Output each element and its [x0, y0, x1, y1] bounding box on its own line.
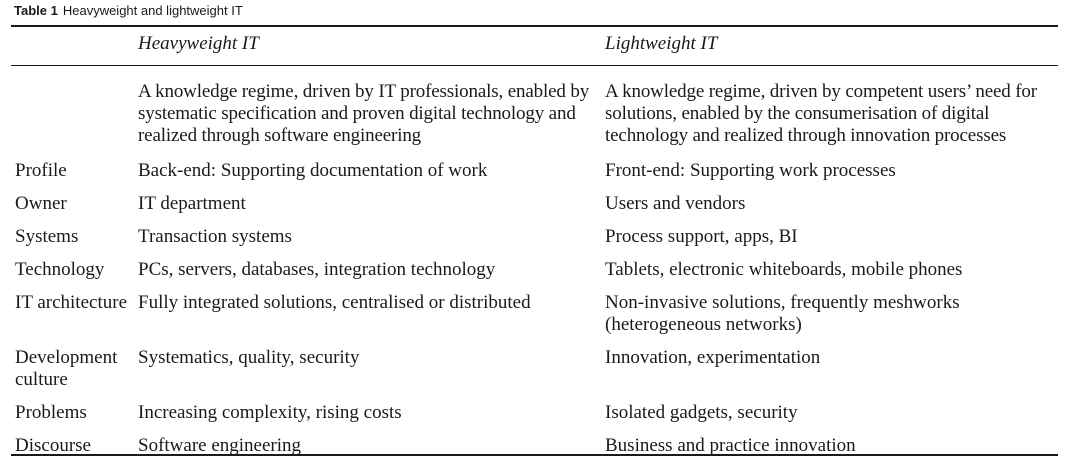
intro-row: A knowledge regime, driven by IT profess…	[11, 71, 1058, 160]
row-heavyweight: Fully integrated solutions, centralised …	[138, 292, 531, 313]
intro-heavyweight-text: A knowledge regime, driven by IT profess…	[138, 81, 590, 146]
table-row: Owner IT department Users and vendors	[11, 193, 1058, 226]
row-label: Problems	[15, 402, 87, 423]
row-label: Discourse	[15, 435, 91, 456]
row-lightweight: Tablets, electronic whiteboards, mobile …	[605, 259, 963, 280]
table-caption-label: Table 1	[14, 3, 58, 18]
bottom-rule	[11, 454, 1058, 456]
row-lightweight: Process support, apps, BI	[605, 226, 798, 247]
header-cell-empty	[11, 27, 138, 71]
table-row: Technology PCs, servers, databases, inte…	[11, 259, 1058, 292]
row-lightweight: Front-end: Supporting work processes	[605, 160, 896, 181]
row-label: Development culture	[15, 347, 118, 390]
table-row: Development culture Systematics, quality…	[11, 347, 1058, 402]
row-heavyweight: Systematics, quality, security	[138, 347, 360, 368]
row-heavyweight: Transaction systems	[138, 226, 292, 247]
row-heavyweight: Back-end: Supporting documentation of wo…	[138, 160, 488, 181]
intro-label-cell	[11, 71, 138, 160]
table-row: Problems Increasing complexity, rising c…	[11, 402, 1058, 435]
row-label: Systems	[15, 226, 79, 247]
row-heavyweight: Software engineering	[138, 435, 302, 456]
table-row: Discourse Software engineering Business …	[11, 435, 1058, 468]
table-caption: Table 1 Heavyweight and lightweight IT	[14, 3, 243, 19]
row-heavyweight: PCs, servers, databases, integration tec…	[138, 259, 496, 280]
top-rule	[11, 25, 1058, 27]
table-caption-title: Heavyweight and lightweight IT	[62, 3, 243, 18]
row-label: IT architecture	[15, 292, 127, 313]
row-lightweight: Innovation, experimentation	[605, 347, 821, 368]
row-label: Profile	[15, 160, 67, 181]
comparison-table: Heavyweight IT Lightweight IT A knowledg…	[11, 27, 1058, 468]
row-label: Technology	[15, 259, 105, 280]
table-row: Systems Transaction systems Process supp…	[11, 226, 1058, 259]
header-heavyweight: Heavyweight IT	[138, 33, 259, 54]
row-heavyweight: Increasing complexity, rising costs	[138, 402, 402, 423]
intro-heavyweight: A knowledge regime, driven by IT profess…	[138, 71, 605, 160]
row-lightweight: Business and practice innovation	[605, 435, 856, 456]
row-lightweight: Non-invasive solutions, frequently meshw…	[605, 292, 960, 335]
row-lightweight: Isolated gadgets, security	[605, 402, 798, 423]
table-row: IT architecture Fully integrated solutio…	[11, 292, 1058, 347]
header-row: Heavyweight IT Lightweight IT	[11, 27, 1058, 71]
intro-lightweight-text: A knowledge regime, driven by competent …	[605, 81, 1037, 146]
row-label: Owner	[15, 193, 67, 214]
intro-lightweight: A knowledge regime, driven by competent …	[605, 71, 1058, 160]
table-row: Profile Back-end: Supporting documentati…	[11, 160, 1058, 193]
row-heavyweight: IT department	[138, 193, 246, 214]
header-rule	[11, 65, 1058, 66]
row-lightweight: Users and vendors	[605, 193, 746, 214]
header-lightweight: Lightweight IT	[605, 33, 718, 54]
